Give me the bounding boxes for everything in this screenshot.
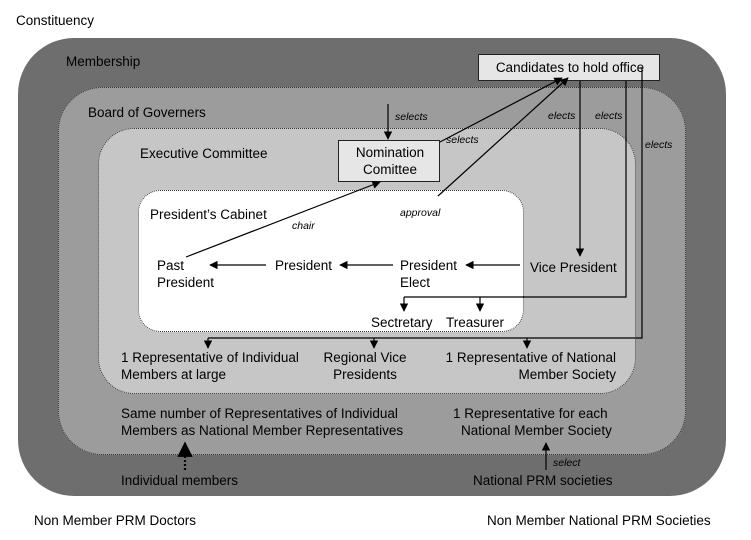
regional-vice-line2: Presidents (333, 367, 397, 382)
candidates-box (478, 54, 660, 81)
edge-label-select: select (553, 457, 581, 469)
past-president-line2: President (157, 275, 215, 290)
nomination-label-line2: Comittee (362, 162, 418, 177)
rep-individual-line1: 1 Representative of Individual (121, 350, 299, 365)
edge-label-elects-2: elects (595, 110, 623, 122)
rep-national-line1: 1 Representative of National (445, 350, 616, 365)
treasurer-label: Treasurer (446, 315, 505, 330)
secretary-label: Sectretary (371, 315, 433, 330)
edge-label-selects-top: selects (395, 111, 428, 123)
arrow-elects-representatives (208, 67, 643, 339)
edge-label-elects-1: elects (548, 110, 576, 122)
non-member-doctors-label: Non Member PRM Doctors (34, 513, 197, 528)
president-label: President (275, 258, 333, 273)
constituency-label: Constituency (16, 13, 95, 28)
arrow-nomination-candidates (439, 77, 563, 143)
same-number-line2: Members as National Member Representativ… (121, 423, 404, 438)
candidates-label: Candidates to hold office (495, 60, 645, 75)
nomination-box (338, 140, 440, 182)
board-label: Board of Governers (88, 105, 206, 120)
president-elect-line2: Elect (400, 275, 431, 290)
national-societies-label: National PRM societies (473, 473, 613, 488)
rep-each-line2: National Member Society (461, 423, 612, 438)
vice-president-label: Vice President (530, 260, 617, 275)
cabinet-zone (138, 190, 524, 332)
edge-label-elects-3: elects (645, 139, 673, 151)
arrow-elects-secretary-treasurer (404, 81, 627, 298)
past-president-line1: Past (157, 258, 185, 273)
president-elect-line1: President (400, 258, 458, 273)
rep-each-line1: 1 Representative for each (453, 406, 608, 421)
regional-vice-line1: Regional Vice (323, 350, 407, 365)
executive-label: Executive Committee (140, 146, 268, 161)
rep-national-line2: Member Society (518, 367, 616, 382)
nomination-label-line1: Nomination (355, 145, 425, 160)
individual-members-label: Individual members (121, 473, 239, 488)
cabinet-label: President’s Cabinet (150, 207, 267, 222)
arrow-approval-candidates (437, 77, 569, 197)
non-member-societies-label: Non Member National PRM Societies (487, 513, 711, 528)
edge-label-chair: chair (292, 220, 315, 232)
edge-label-selects-mid: selects (446, 134, 479, 146)
edge-label-approval: approval (400, 207, 441, 219)
arrow-chair-nomination (185, 180, 381, 258)
same-number-line1: Same number of Representatives of Indivi… (121, 406, 398, 421)
rep-individual-line2: Members at large (121, 367, 227, 382)
membership-label: Membership (66, 54, 141, 69)
